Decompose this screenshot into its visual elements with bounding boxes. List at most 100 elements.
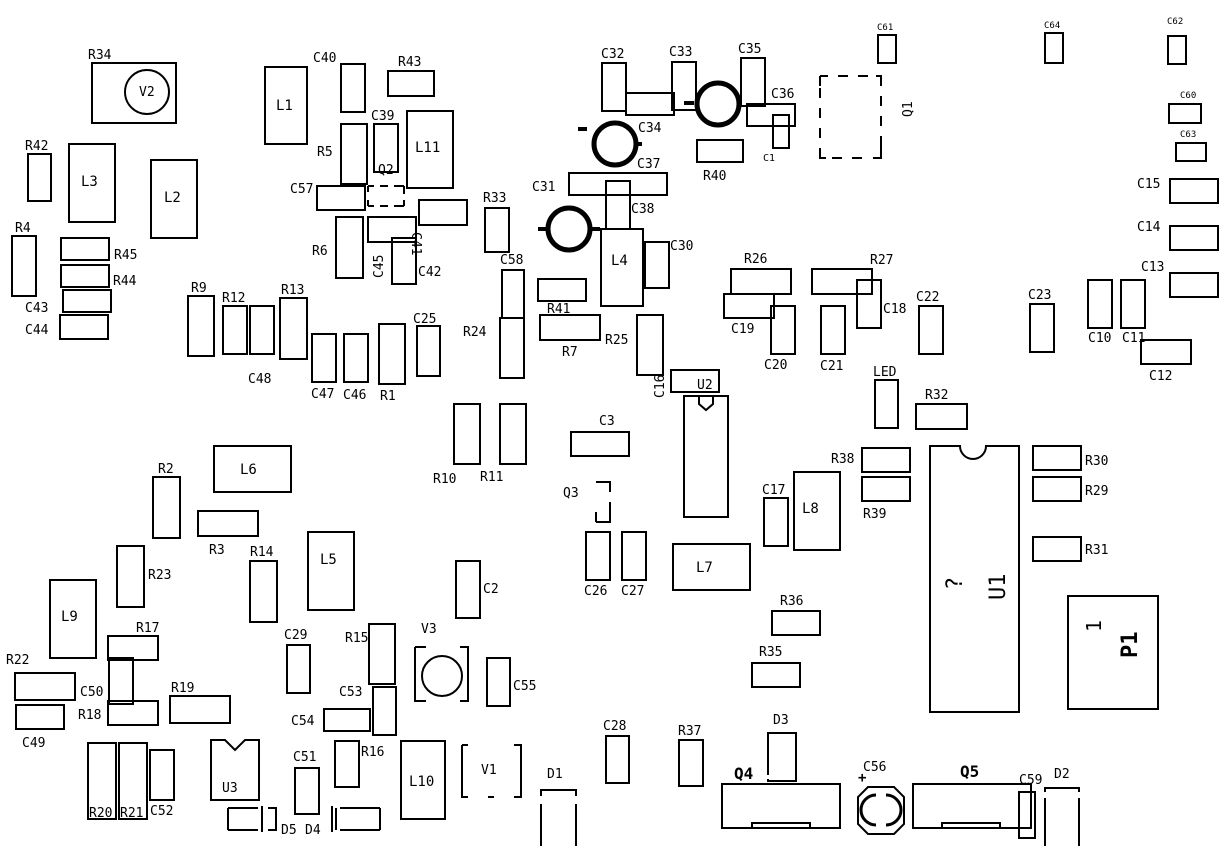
label-c30: C30	[670, 239, 693, 254]
label-c57: C57	[290, 182, 313, 197]
c14-outline	[1169, 225, 1219, 251]
c25-outline	[416, 325, 441, 377]
r21-outline	[118, 742, 148, 820]
label-c39: C39	[371, 109, 394, 124]
d3-outline	[767, 732, 797, 782]
via-stubs	[538, 101, 694, 231]
label-c26: C26	[584, 584, 607, 599]
label-r42: R42	[25, 139, 48, 154]
c42-outline	[391, 237, 417, 285]
label-r37: R37	[678, 724, 701, 739]
label-r27: R27	[870, 253, 893, 268]
label-c33: C33	[669, 45, 692, 60]
u2-outline	[683, 395, 729, 518]
label-l7: L7	[696, 560, 713, 576]
footprint-outlines	[11, 32, 1219, 846]
r14-outline	[249, 560, 278, 623]
label-c40: C40	[313, 51, 336, 66]
label-c21: C21	[820, 359, 843, 374]
q1-outline	[819, 75, 882, 159]
label-r29: R29	[1085, 484, 1108, 499]
r22-outline	[14, 672, 76, 701]
label-r26: R26	[744, 252, 767, 267]
l3-outline	[68, 143, 116, 223]
label-c60: C60	[1180, 91, 1196, 101]
l11-outline	[406, 110, 454, 189]
r33-outline	[484, 207, 510, 253]
label-u3: U3	[222, 781, 238, 796]
label-c52: C52	[150, 804, 173, 819]
label-v2: V2	[139, 85, 155, 100]
r1-outline	[378, 323, 406, 385]
label-r9: R9	[191, 281, 207, 296]
label-c20: C20	[764, 358, 787, 373]
c11-outline	[1120, 279, 1146, 329]
c35-outline	[740, 57, 766, 107]
label-d2: D2	[1054, 767, 1070, 782]
c19-outline	[723, 293, 775, 319]
c39-outline	[373, 123, 399, 173]
v3-trimmer-body	[421, 655, 463, 697]
c13-outline	[1169, 272, 1219, 298]
c15-outline	[1169, 178, 1219, 204]
label-q4: Q4	[734, 764, 753, 783]
r32-outline	[915, 403, 968, 430]
label-r4: R4	[15, 221, 31, 236]
label-l2: L2	[164, 190, 181, 206]
label-c54: C54	[291, 714, 315, 729]
label-c49: C49	[22, 736, 45, 751]
c47-outline	[311, 333, 337, 383]
label-q2: Q2	[378, 163, 394, 178]
r42-outline	[27, 153, 52, 202]
c63-outline	[1175, 142, 1207, 162]
label-u1: U1	[986, 574, 1011, 601]
r3-outline	[197, 510, 259, 537]
via-3	[545, 205, 593, 253]
d1-outline	[540, 789, 577, 846]
r26-outline	[730, 268, 792, 295]
q2-outline	[367, 185, 405, 207]
label-r11: R11	[480, 470, 503, 485]
label-l8: L8	[802, 501, 819, 517]
label-c31: C31	[532, 180, 555, 195]
label-c10: C10	[1088, 331, 1111, 346]
c29-outline	[286, 644, 311, 694]
label-r45: R45	[114, 248, 137, 263]
l8-outline	[793, 471, 841, 551]
label-r3: R3	[209, 543, 225, 558]
c51-outline	[294, 767, 320, 815]
label-c43: C43	[25, 301, 48, 316]
r29-outline	[1032, 476, 1082, 502]
l6-outline	[213, 445, 292, 493]
c60-outline	[1168, 103, 1202, 124]
r23-outline	[116, 545, 145, 608]
label-r6: R6	[312, 244, 328, 259]
r15-outline	[368, 623, 396, 685]
d4-outline	[331, 806, 381, 832]
c10-outline	[1087, 279, 1113, 329]
c28-outline	[605, 735, 630, 784]
label-r13: R13	[281, 283, 304, 298]
c54-outline	[323, 708, 371, 732]
r5-outline	[340, 123, 368, 185]
p1-outline	[1067, 595, 1159, 710]
label-c45: C45	[372, 255, 387, 278]
label-r23: R23	[148, 568, 171, 583]
label-r19: R19	[171, 681, 194, 696]
label-c12: C12	[1149, 369, 1172, 384]
label-c42: C42	[418, 265, 441, 280]
label-c35: C35	[738, 42, 761, 57]
d5-outline	[227, 806, 277, 832]
label-d1: D1	[547, 767, 563, 782]
label-c36: C36	[771, 87, 794, 102]
c36-outline	[746, 103, 796, 127]
label-r34: R34	[88, 48, 112, 63]
label-r33: R33	[483, 191, 506, 206]
r35-outline	[751, 662, 801, 688]
label-c50: C50	[80, 685, 103, 700]
label-c38: C38	[631, 202, 654, 217]
label-c13: C13	[1141, 260, 1164, 275]
label-r32: R32	[925, 388, 948, 403]
r39-outline	[861, 476, 911, 502]
